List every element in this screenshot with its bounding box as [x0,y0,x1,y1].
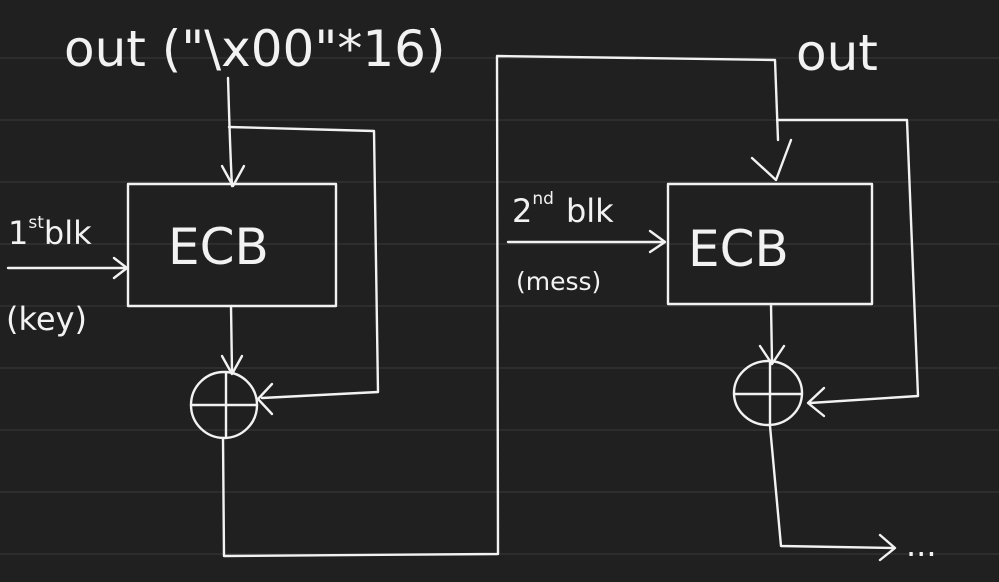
arrow-head [648,229,667,254]
block-2-number: 2 [512,192,532,230]
arrow-head [806,386,826,418]
xor-symbol [732,359,804,428]
ecb-label-1: ECB [168,218,269,276]
continuation-line [768,424,895,550]
block-1-word: blk [44,214,92,252]
arrow-head [220,164,246,188]
chain-line [221,54,780,558]
out-label-2: out [796,24,878,82]
arrow-head [750,138,793,182]
block-1-number: 1 [8,214,28,252]
ecb-1-output-line [229,304,234,374]
block-2-word: blk [566,192,614,230]
block-1-suffix: st [28,213,44,233]
continuation-dots: ... [906,526,937,564]
feedback-loop-2 [775,118,920,405]
iv-out-label: out ("\x00"*16) [64,20,445,78]
stage-1: out ("\x00"*16) ECB 1stblk (key) [6,20,780,558]
iv-line-down [226,76,234,188]
feedback-loop-1 [227,125,380,400]
key-label: (key) [6,300,87,338]
ecb-2-output-line [769,302,774,364]
arrow-head [878,533,897,562]
arrow-head [758,344,786,366]
block-1-label: 1stblk [8,213,92,252]
arrow-head [112,256,129,280]
arrow-head [256,382,274,416]
block-2-suffix: nd [532,189,554,209]
mess-label: (mess) [516,267,601,296]
xor-symbol [189,370,259,440]
ecb-label-2: ECB [688,220,789,278]
